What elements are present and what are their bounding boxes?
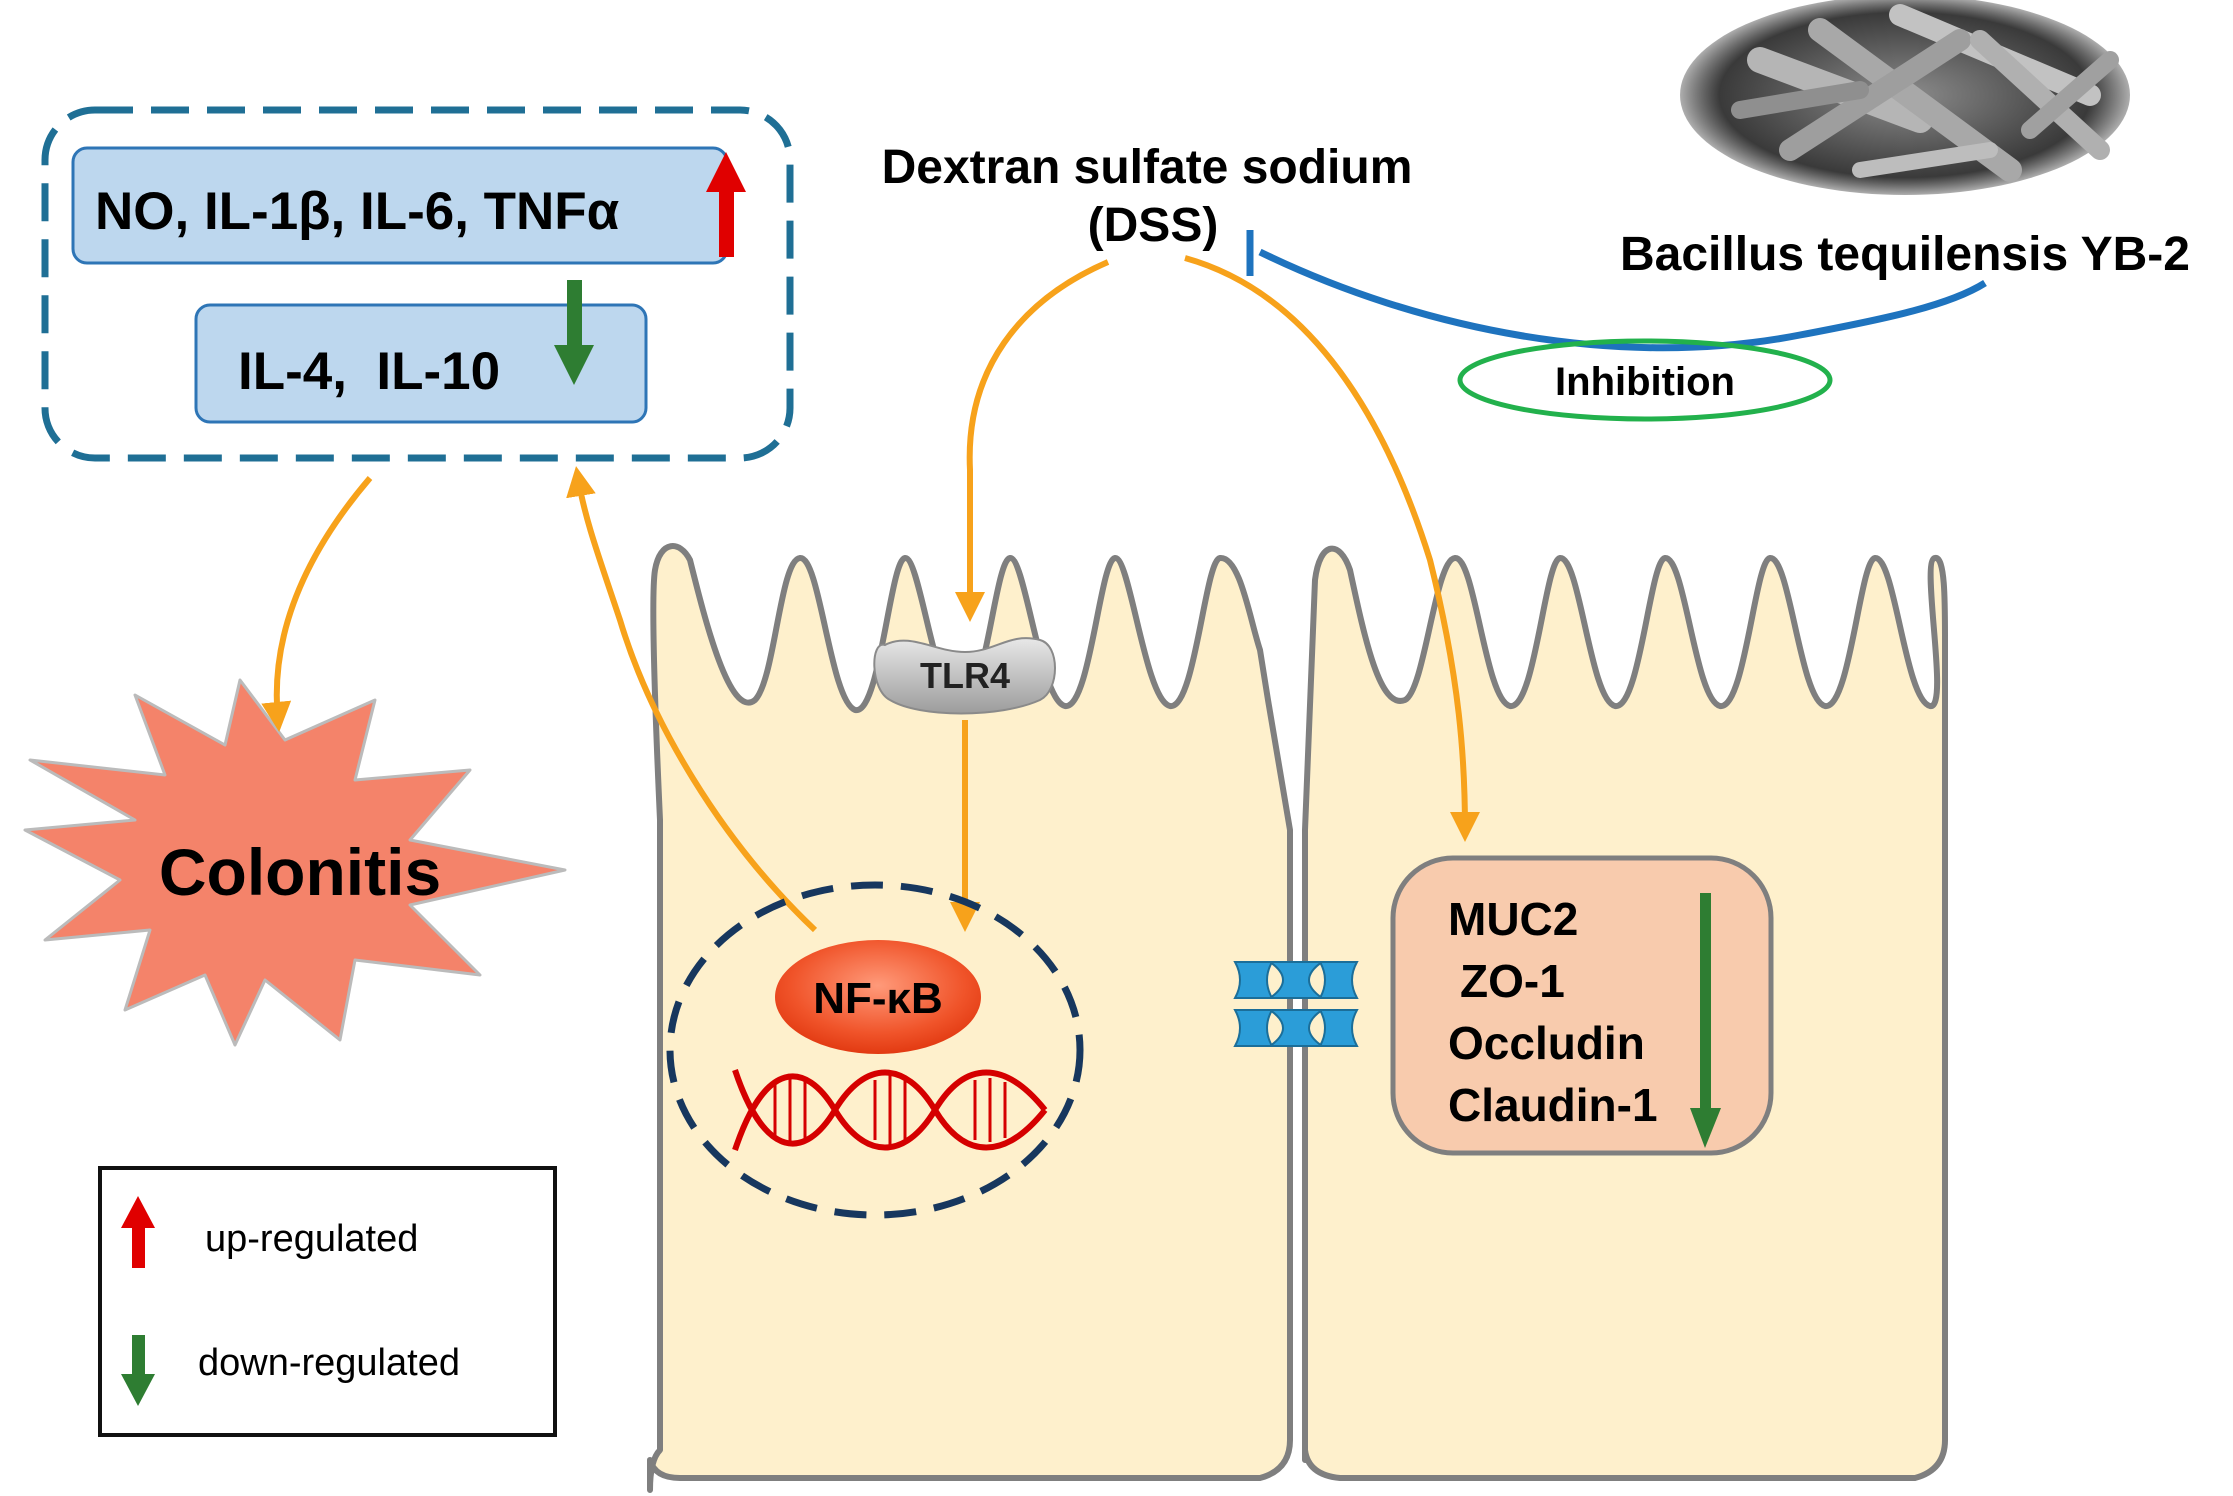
junction-item-claudin1: Claudin-1 (1448, 1079, 1658, 1131)
arrow-dss-to-tlr4 (955, 259, 1110, 622)
inhibition-connector (1246, 230, 1987, 352)
down-cytokine-box (194, 303, 648, 424)
arrow-cytokines-to-colonitis (261, 476, 373, 732)
inhibition-label: Inhibition (1555, 360, 1735, 404)
junction-item-occludin: Occludin (1448, 1017, 1645, 1069)
inhibition-ellipse (1457, 338, 1833, 422)
junction-item-muc2: MUC2 (1448, 893, 1578, 945)
arrow-dss-to-junction (1184, 255, 1480, 842)
colonitis-label: Colonitis (159, 835, 441, 909)
legend-up-label: up-regulated (205, 1218, 418, 1260)
down-arrow-icon (554, 280, 594, 385)
junction-down-arrow-icon (1690, 893, 1721, 1148)
legend-down-label: down-regulated (198, 1342, 460, 1384)
dss-title-line1: Dextran sulfate sodium (882, 141, 1413, 194)
junction-protein-box (1390, 855, 1774, 1156)
cytokine-panel (41, 106, 794, 462)
signal-arrows (261, 255, 1480, 933)
arrow-nfkb-to-cytokines (566, 466, 818, 933)
up-cytokine-label: NO, IL-1β, IL-6, TNFα (95, 182, 620, 241)
nfkb-protein: NF-κB (775, 940, 981, 1054)
dna-helix-icon (732, 1069, 1048, 1151)
up-arrow-icon (706, 152, 746, 257)
down-cytokine-label: IL-4, IL-10 (238, 342, 500, 401)
bacteria-label: Bacillus tequilensis YB-2 (1620, 228, 2190, 281)
nfkb-label: NF-κB (813, 974, 943, 1023)
bacteria-micrograph (1680, 0, 2130, 195)
junction-item-zo1: ZO-1 (1460, 955, 1565, 1007)
legend-up-arrow-icon (121, 1196, 155, 1268)
legend-down-arrow-icon (121, 1335, 155, 1406)
tight-junction-icon (1233, 961, 1359, 1047)
tlr4-receptor: TLR4 (873, 637, 1056, 715)
nucleus (666, 881, 1084, 1219)
legend-box (98, 1166, 557, 1437)
dss-title-line2: (DSS) (1088, 199, 1219, 252)
tlr4-label: TLR4 (920, 655, 1010, 696)
colonitis-burst: Colonitis (23, 678, 567, 1047)
